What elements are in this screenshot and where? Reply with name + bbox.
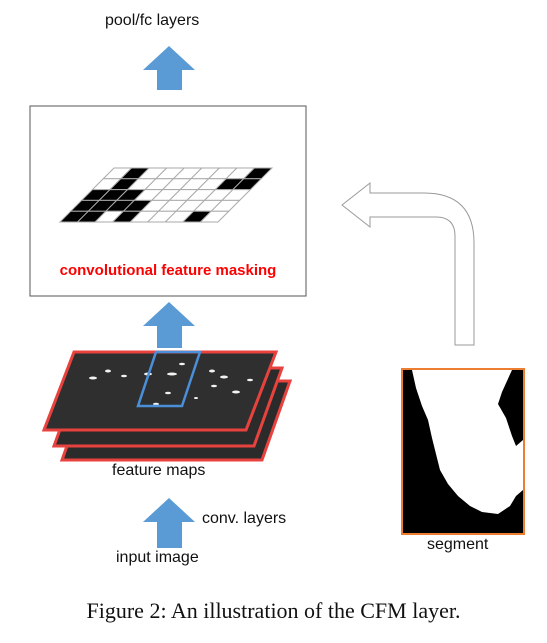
pool-fc-layers-label: pool/fc layers bbox=[105, 12, 200, 29]
cfm-label: convolutional feature masking bbox=[59, 262, 277, 279]
segment-to-cfm-arrow bbox=[341, 181, 475, 346]
segment-label: segment bbox=[427, 536, 489, 553]
figure-caption: Figure 2: An illustration of the CFM lay… bbox=[86, 598, 461, 623]
up-arrow-bottom bbox=[143, 498, 195, 548]
conv-layers-label: conv. layers bbox=[202, 510, 287, 527]
segment-right-region bbox=[498, 370, 523, 446]
segment-left-region bbox=[403, 370, 523, 533]
segment-image bbox=[401, 368, 525, 535]
up-arrow-middle bbox=[143, 302, 195, 348]
mask-cell bbox=[199, 210, 231, 223]
feature-map-1 bbox=[41, 350, 279, 432]
feature-maps-label: feature maps bbox=[112, 462, 206, 479]
segment-frame bbox=[401, 368, 525, 535]
mask-grid bbox=[58, 167, 274, 223]
mask-window bbox=[136, 350, 202, 408]
input-image-label: input image bbox=[116, 549, 199, 566]
up-arrow-top bbox=[143, 46, 195, 90]
feature-map-stack bbox=[41, 350, 293, 462]
